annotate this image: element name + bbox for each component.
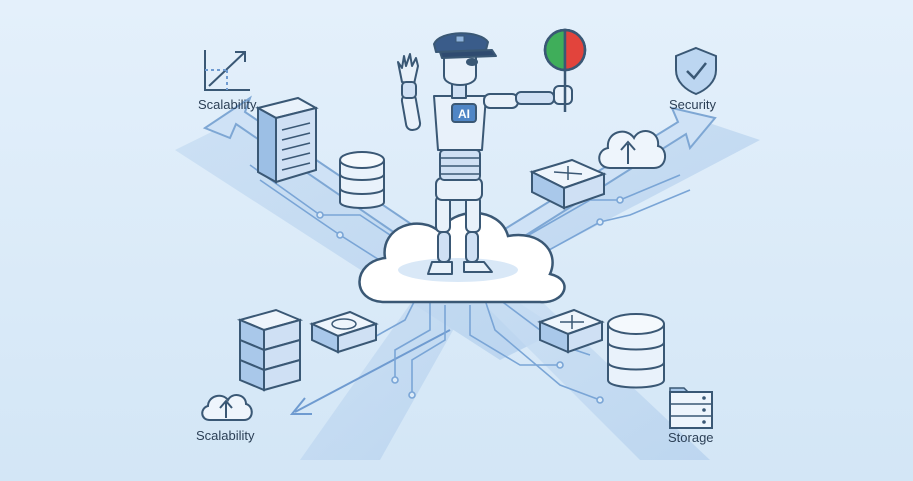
shield-check-icon: [675, 46, 717, 96]
router-icon: [309, 310, 379, 354]
database-icon-bottom: [607, 313, 665, 389]
server-tower-icon: [255, 96, 319, 184]
database-icon: [339, 151, 385, 209]
network-switch-icon: [529, 158, 607, 210]
storage-rack-icon: [669, 387, 713, 429]
arrow-bottom-left: [289, 329, 451, 415]
label-scalability-bottom: Scalability: [196, 428, 255, 443]
label-security: Security: [669, 97, 716, 112]
robot-badge-text: AI: [458, 107, 470, 121]
cloud-upload-icon-top: [598, 130, 666, 169]
cloud-upload-icon: [201, 394, 253, 421]
ai-robot-figure: AI: [397, 32, 573, 275]
central-cloud: [358, 211, 566, 304]
growth-chart-icon: [204, 50, 250, 91]
label-scalability-top: Scalability: [198, 97, 257, 112]
server-stack-icon: [236, 308, 304, 392]
stop-go-sign-icon: [543, 28, 587, 112]
network-switch-icon-bottom: [537, 308, 605, 354]
label-storage: Storage: [668, 430, 714, 445]
